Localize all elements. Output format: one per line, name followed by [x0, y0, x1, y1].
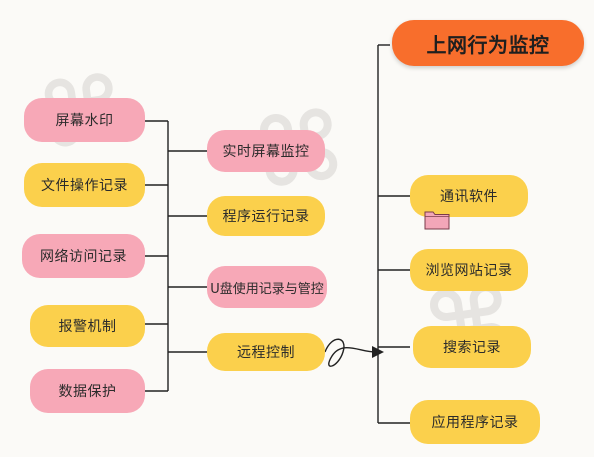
- middle-node-realtime-screen-monitor: 实时屏幕监控: [207, 130, 325, 172]
- right-node-label: 通讯软件: [440, 189, 498, 205]
- root-node: 上网行为监控: [392, 20, 584, 66]
- middle-node-label: U盘使用记录与管控: [210, 281, 324, 297]
- right-node-application-record: 应用程序记录: [410, 400, 540, 444]
- left-node-label: 报警机制: [58, 319, 117, 335]
- left-node-label: 网络访问记录: [40, 249, 127, 265]
- middle-node-remote-control: 远程控制: [207, 333, 325, 371]
- right-node-messaging-software: 通讯软件: [410, 175, 528, 217]
- left-node-label: 数据保护: [58, 384, 117, 400]
- middle-node-label: 程序运行记录: [222, 209, 310, 225]
- left-node-screen-watermark: 屏幕水印: [24, 98, 145, 142]
- left-node-label: 文件操作记录: [41, 178, 128, 194]
- right-node-label: 搜索记录: [443, 340, 501, 356]
- right-node-label: 应用程序记录: [431, 415, 519, 431]
- middle-node-program-run-record: 程序运行记录: [207, 196, 325, 236]
- folder-icon: [424, 211, 450, 230]
- left-node-label: 屏幕水印: [55, 113, 114, 129]
- right-node-label: 浏览网站记录: [425, 263, 513, 279]
- left-node-file-operation-record: 文件操作记录: [24, 163, 145, 207]
- middle-node-label: 实时屏幕监控: [222, 144, 310, 160]
- middle-node-usb-record-control: U盘使用记录与管控: [207, 266, 327, 308]
- right-node-search-record: 搜索记录: [413, 326, 531, 368]
- right-node-browsing-record: 浏览网站记录: [410, 249, 528, 291]
- left-node-alarm-mechanism: 报警机制: [30, 305, 145, 347]
- root-label: 上网行为监控: [426, 32, 550, 57]
- middle-node-label: 远程控制: [237, 345, 295, 361]
- left-node-network-access-record: 网络访问记录: [22, 234, 145, 278]
- left-node-data-protection: 数据保护: [30, 369, 145, 413]
